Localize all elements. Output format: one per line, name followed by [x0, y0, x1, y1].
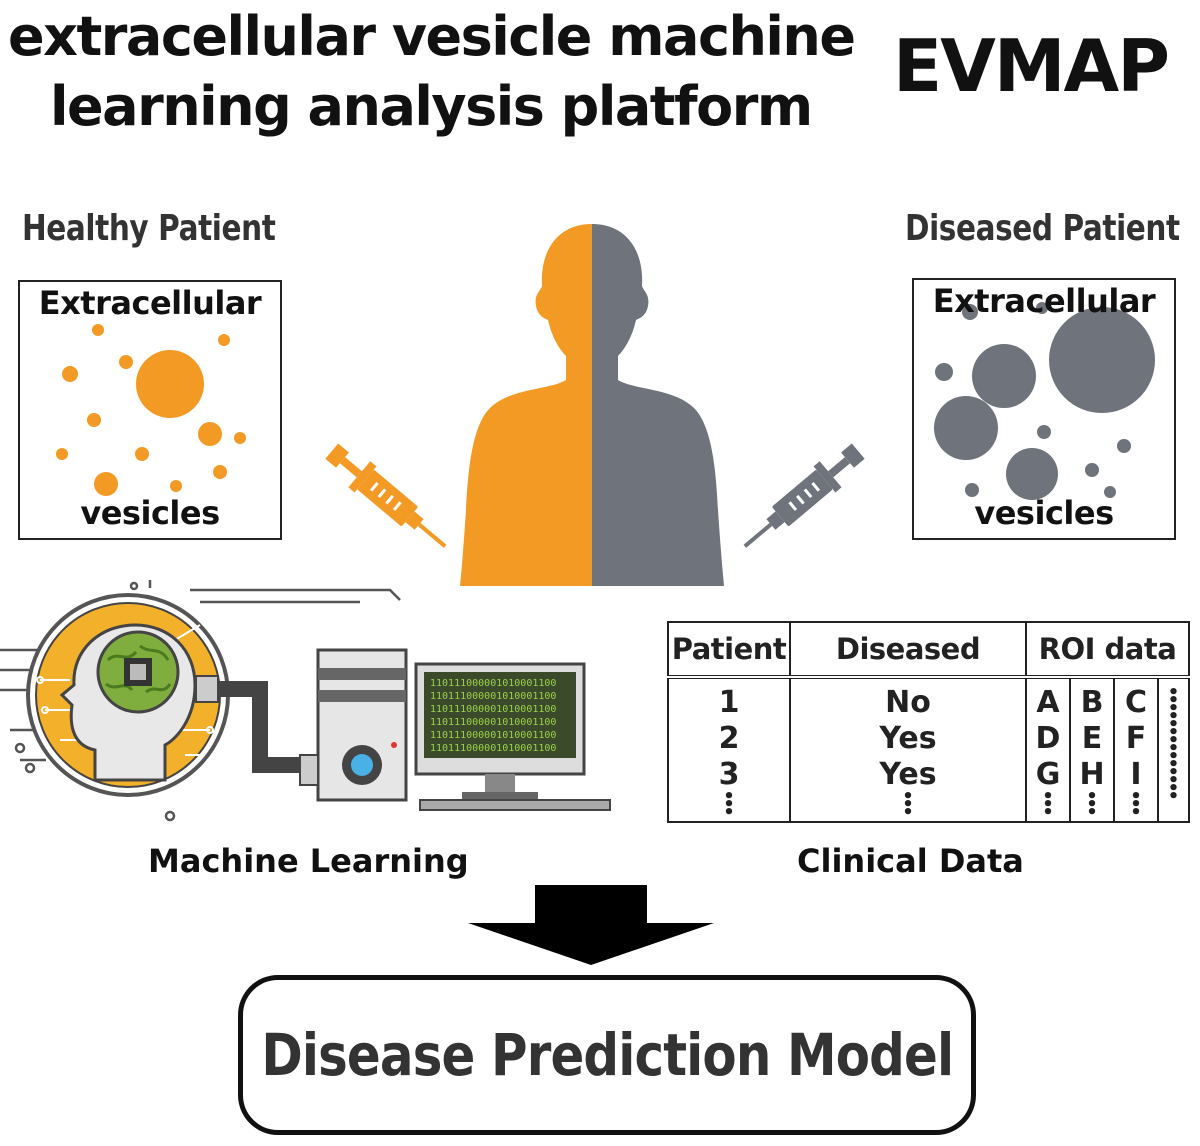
continuation-dots: ••• [902, 786, 914, 823]
healthy-vesicle-dots [56, 324, 246, 496]
table-header: Patient [667, 621, 791, 679]
table-cell: H [1079, 757, 1105, 792]
table-cell: D [1035, 721, 1061, 756]
roi-column: •••••••••••••• [1157, 677, 1190, 823]
continuation-dots: ••• [723, 786, 735, 823]
monitor-binary-text: 110111000001010001100 1101110000010100011… [430, 678, 556, 754]
table-cell: Yes [879, 721, 937, 756]
table-cell: B [1080, 685, 1104, 720]
machine-learning-caption: Machine Learning [148, 842, 469, 880]
title-line-2: learning analysis platform [50, 75, 813, 138]
clinical-data-caption: Clinical Data [797, 842, 1024, 880]
computer-tower-icon [299, 648, 408, 802]
table-cell: E [1081, 721, 1103, 756]
binary-row: 110111000001010001100 [430, 678, 556, 689]
diseased-column: No Yes Yes ••• [789, 677, 1027, 823]
binary-row: 110111000001010001100 [430, 743, 556, 754]
table-cell: G [1035, 757, 1061, 792]
continuation-dots: ••• [1042, 786, 1054, 823]
table-header: ROI data [1025, 621, 1190, 679]
diseased-patient-heading: Diseased Patient [905, 208, 1180, 249]
diseased-extracellular-label: Extracellular [932, 282, 1156, 320]
diseased-vesicle-box: Extracellular vesicles [912, 278, 1176, 540]
healthy-vesicles-label: vesicles [80, 494, 220, 532]
down-arrow-icon [468, 885, 714, 965]
diseased-vesicle-dots [934, 302, 1155, 500]
table-cell: I [1130, 757, 1142, 792]
continuation-dots: ••• [1130, 786, 1142, 823]
continuation-dots: •••••••••••••• [1167, 682, 1180, 807]
table-cell: C [1124, 685, 1148, 720]
title-line-1: extracellular vesicle machine [8, 5, 856, 68]
roi-column: A D G ••• [1025, 677, 1071, 823]
roi-column: C F I ••• [1113, 677, 1159, 823]
diseased-vesicles-label: vesicles [974, 494, 1114, 532]
acronym: EVMAP [893, 24, 1170, 108]
human-silhouette-icon [460, 224, 724, 586]
table-cell: 3 [718, 757, 740, 792]
table-cell: 1 [718, 685, 740, 720]
healthy-extracellular-label: Extracellular [38, 284, 262, 322]
table-cell: F [1125, 721, 1147, 756]
binary-row: 110111000001010001100 [430, 691, 556, 702]
healthy-vesicle-box: Extracellular vesicles [18, 280, 282, 540]
monitor-icon [414, 662, 611, 811]
syringe-icon [325, 443, 447, 548]
table-cell: No [885, 685, 931, 720]
table-header: Diseased [789, 621, 1027, 679]
syringe-icon [743, 443, 865, 548]
table-cell: A [1036, 685, 1060, 720]
patient-column: 1 2 3 ••• [667, 677, 791, 823]
binary-row: 110111000001010001100 [430, 704, 556, 715]
disease-prediction-model-label: Disease Prediction Model [261, 1021, 954, 1089]
healthy-patient-heading: Healthy Patient [22, 208, 276, 249]
roi-column: B E H ••• [1069, 677, 1115, 823]
table-cell: 2 [718, 721, 740, 756]
table-cell: Yes [879, 757, 937, 792]
clinical-data-table: Patient Diseased ROI data 1 2 3 ••• No Y… [667, 621, 1190, 823]
binary-row: 110111000001010001100 [430, 717, 556, 728]
disease-prediction-model-box: Disease Prediction Model [238, 975, 976, 1135]
continuation-dots: ••• [1086, 786, 1098, 823]
binary-row: 110111000001010001100 [430, 730, 556, 741]
machine-learning-illustration: 110111000001010001100 1101110000010100011… [0, 580, 611, 822]
